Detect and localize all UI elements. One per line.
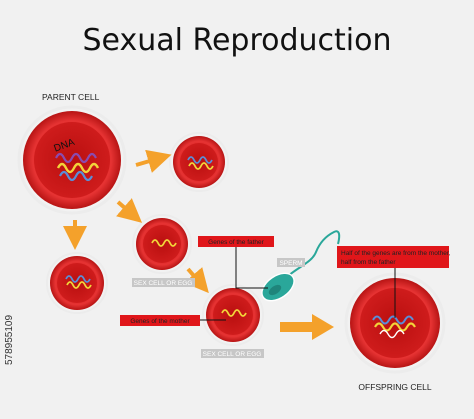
sperm-tag: SPERM [277,258,305,267]
sex-cell-label-2: SEX CELL OR EGG [203,351,262,358]
parent-cell: DNA [17,105,127,215]
daughter-cell-bottom-left [46,252,108,314]
sex-cell-middle [132,214,192,274]
sperm-label: SPERM [279,260,302,267]
half-genes-callout: Half of the genes are from the mother, h… [337,246,451,318]
arrow-to-sex-cell [116,198,143,223]
sex-cell-tag-1: SEX CELL OR EGG [132,278,195,287]
egg-cell [202,284,264,346]
arrow-to-egg [184,267,209,294]
genes-mother-label: Genes of the mother [130,318,190,325]
sex-cell-tag-2: SEX CELL OR EGG [201,349,264,358]
arrow-to-top-right [135,149,172,173]
genes-father-label: Genes of the father [208,239,264,246]
half-genes-line1: Half of the genes are from the mother, [341,250,451,257]
offspring-cell-label: OFFSPRING CELL [358,382,431,392]
sex-cell-label-1: SEX CELL OR EGG [134,280,193,287]
arrow-to-offspring [280,314,334,340]
parent-cell-label: PARENT CELL [42,92,100,102]
daughter-cell-top-right [169,132,229,192]
genes-father-callout: Genes of the father [198,236,274,289]
arrows [63,149,334,340]
side-id: 578955109 [4,315,15,365]
genes-mother-callout: Genes of the mother [120,315,226,326]
page-title: Sexual Reproduction [82,23,391,58]
offspring-cell [344,272,446,374]
half-genes-line2: half from the father [341,259,396,266]
